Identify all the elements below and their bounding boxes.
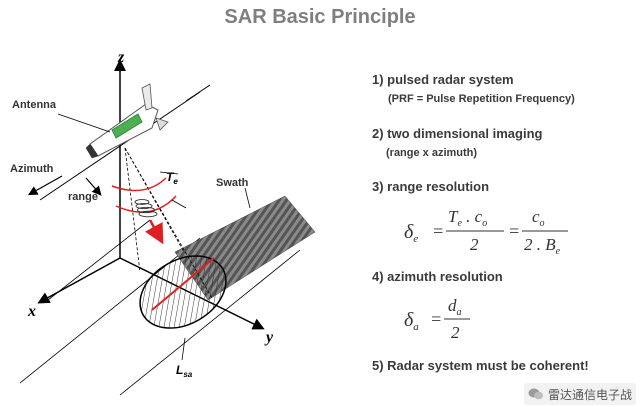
svg-text:2: 2 bbox=[470, 235, 479, 254]
synthetic-aperture-line bbox=[151, 257, 215, 311]
antenna-label: Antenna bbox=[12, 99, 57, 111]
pulse-coil bbox=[134, 199, 158, 218]
z-axis-label: z bbox=[117, 49, 125, 66]
azimuth-label: Azimuth bbox=[10, 163, 54, 175]
synthetic-aperture-label: Lsa bbox=[176, 363, 193, 379]
wechat-icon bbox=[528, 388, 543, 400]
range-label: range bbox=[68, 191, 98, 203]
svg-text:=: = bbox=[508, 221, 520, 241]
beam-line bbox=[124, 147, 213, 299]
svg-text:2: 2 bbox=[451, 323, 460, 342]
pulse-duration-label: Te bbox=[166, 170, 178, 186]
pulse-marker bbox=[171, 199, 187, 209]
y-axis-label: y bbox=[264, 329, 274, 346]
svg-text:=: = bbox=[430, 309, 442, 329]
footprint-ellipse bbox=[139, 255, 227, 329]
pulse-marker bbox=[159, 171, 179, 175]
azimuth-resolution-formula: δa = da 2 bbox=[404, 296, 470, 342]
propagation-arrow bbox=[145, 219, 164, 245]
pulse-arc bbox=[111, 177, 167, 192]
beam-line bbox=[124, 147, 141, 273]
antenna-pointer bbox=[57, 113, 111, 133]
azimuth-arrow bbox=[27, 175, 63, 196]
point-2d-imaging-sub: (range x azimuth) bbox=[386, 147, 478, 159]
point-range-resolution: 3) range resolution bbox=[372, 179, 490, 194]
watermark-text: 雷达通信电子战 bbox=[547, 387, 632, 402]
point-2d-imaging: 2) two dimensional imaging bbox=[372, 126, 543, 141]
svg-text:δa: δa bbox=[404, 309, 419, 333]
svg-text:δe: δe bbox=[404, 221, 418, 245]
watermark: 雷达通信电子战 bbox=[523, 383, 636, 405]
svg-text:2 . Be: 2 . Be bbox=[524, 235, 561, 257]
point-pulsed-radar: 1) pulsed radar system bbox=[372, 72, 514, 87]
ground-track-line bbox=[119, 249, 301, 396]
flight-path-line bbox=[39, 91, 201, 201]
swath-label: Swath bbox=[216, 177, 249, 189]
point-pulsed-radar-sub: (PRF = Pulse Repetition Frequency) bbox=[388, 93, 575, 105]
beam-line bbox=[124, 147, 185, 253]
svg-text:=: = bbox=[432, 221, 444, 241]
page-title: SAR Basic Principle bbox=[224, 6, 416, 28]
svg-text:co: co bbox=[532, 207, 545, 229]
range-resolution-formula: δe = Te . co 2 = co 2 . Be bbox=[404, 207, 568, 257]
swath-pointer bbox=[244, 187, 251, 209]
ground-track-line bbox=[47, 219, 151, 301]
svg-text:da: da bbox=[448, 296, 462, 318]
point-coherent: 5) Radar system must be coherent! bbox=[372, 358, 589, 373]
range-arrow bbox=[85, 177, 102, 196]
satellite-icon bbox=[85, 83, 169, 159]
x-axis-label: x bbox=[27, 303, 36, 320]
x-axis-line bbox=[37, 257, 121, 304]
point-azimuth-resolution: 4) azimuth resolution bbox=[372, 269, 503, 284]
svg-text:Te . co: Te . co bbox=[448, 207, 487, 229]
